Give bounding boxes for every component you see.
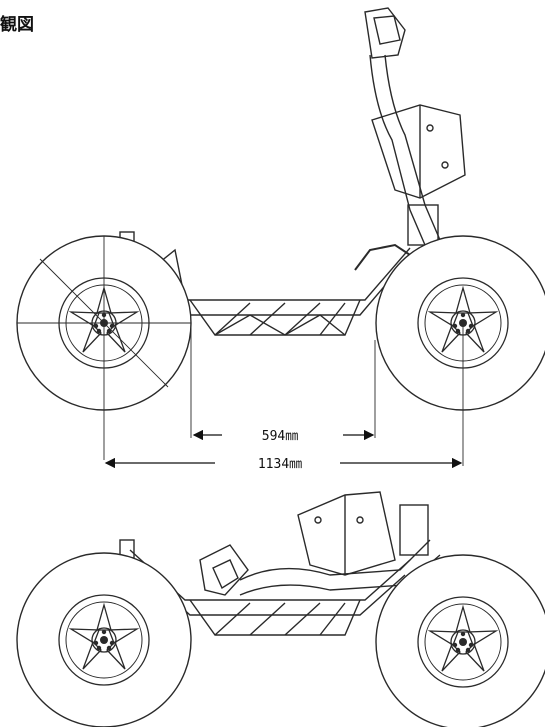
battery-box-folded	[297, 491, 396, 576]
page-title: 観図	[0, 15, 34, 35]
battery-box-upright	[371, 104, 466, 199]
dimension-wheelbase: 1134㎜	[258, 457, 302, 472]
steering-column-folded	[199, 504, 441, 596]
front-wheel-upright	[375, 235, 545, 411]
rear-wheel-folded	[16, 552, 192, 727]
dimension-inner-gap: 594㎜	[262, 429, 298, 444]
steering-column-upright	[364, 7, 441, 246]
front-wheel-folded	[375, 554, 545, 727]
